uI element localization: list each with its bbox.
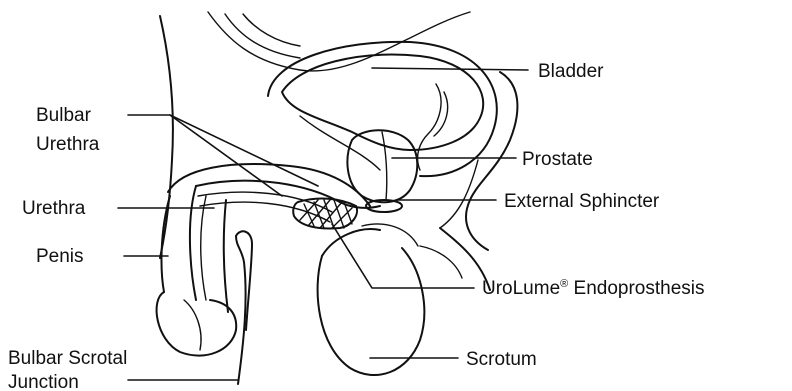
label-urolume-endoprosthesis: UroLume® Endoprosthesis [482, 278, 705, 299]
leader-bladder [372, 68, 528, 70]
label-prostate: Prostate [522, 149, 593, 170]
label-penis: Penis [36, 246, 84, 267]
label-urolume-rest: Endoprosthesis [568, 278, 704, 299]
label-urolume-main: UroLume [482, 278, 560, 299]
leader-urolume [332, 224, 474, 288]
label-external-sphincter: External Sphincter [504, 191, 660, 212]
label-bulbar-scrotal-line1: Bulbar Scrotal [8, 348, 127, 369]
label-urethra: Urethra [22, 198, 86, 219]
labels: Bladder Bulbar Urethra Prostate Urethra … [8, 61, 705, 391]
label-bulbar-urethra-line2: Urethra [36, 134, 100, 155]
label-scrotum: Scrotum [466, 349, 537, 370]
leader-bulbar-urethra-2 [170, 115, 318, 186]
anatomy-illustration [157, 12, 518, 384]
label-bulbar-urethra-line1: Bulbar [36, 105, 92, 126]
label-urolume-mark: ® [560, 278, 568, 290]
label-bulbar-scrotal-line2: Junction [8, 372, 79, 391]
label-bladder: Bladder [538, 61, 604, 82]
